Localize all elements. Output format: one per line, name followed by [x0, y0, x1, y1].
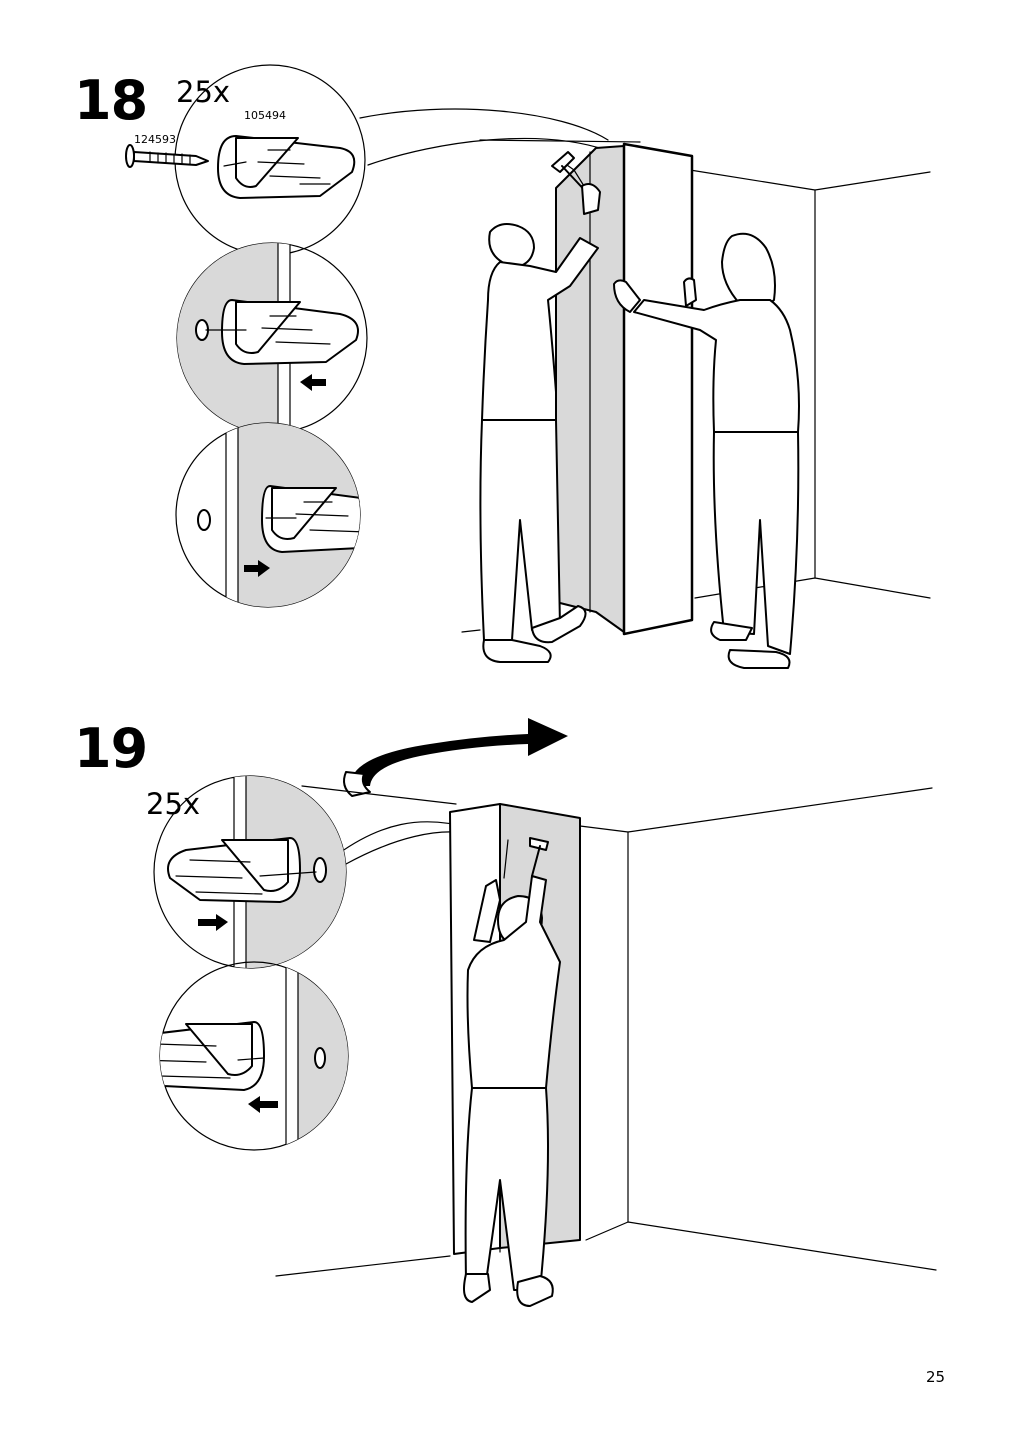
rotate-arrow-icon [343, 718, 568, 797]
screw-icon [125, 144, 209, 168]
step-19-illustration [153, 718, 937, 1307]
room-walls [275, 785, 937, 1277]
step-18-illustration [125, 64, 931, 669]
detail-bracket-slide [176, 242, 368, 434]
detail-bracket-release [175, 422, 361, 608]
callout-connector [359, 108, 609, 141]
person-man-back [463, 837, 561, 1307]
detail-screw-bracket [125, 64, 366, 256]
detail-bracket-release-step19 [159, 961, 349, 1151]
detail-bracket-slide-step19 [153, 775, 347, 969]
hammer-icon [529, 837, 549, 877]
step-18-number: 18 [74, 69, 148, 132]
wall-bracket-icon [217, 135, 356, 199]
page-number: 25 [926, 1368, 946, 1386]
cabinet-panel [555, 142, 694, 636]
arrow-right-icon [198, 914, 228, 931]
person-man [479, 151, 601, 663]
arrow-right-icon [244, 560, 270, 577]
arrow-left-icon [300, 374, 326, 391]
person-woman [613, 232, 800, 669]
arrow-left-icon [248, 1096, 278, 1113]
part-number-bracket: 105494 [244, 109, 286, 122]
step-19-number: 19 [74, 717, 148, 780]
part-number-screw: 124593 [134, 133, 176, 146]
